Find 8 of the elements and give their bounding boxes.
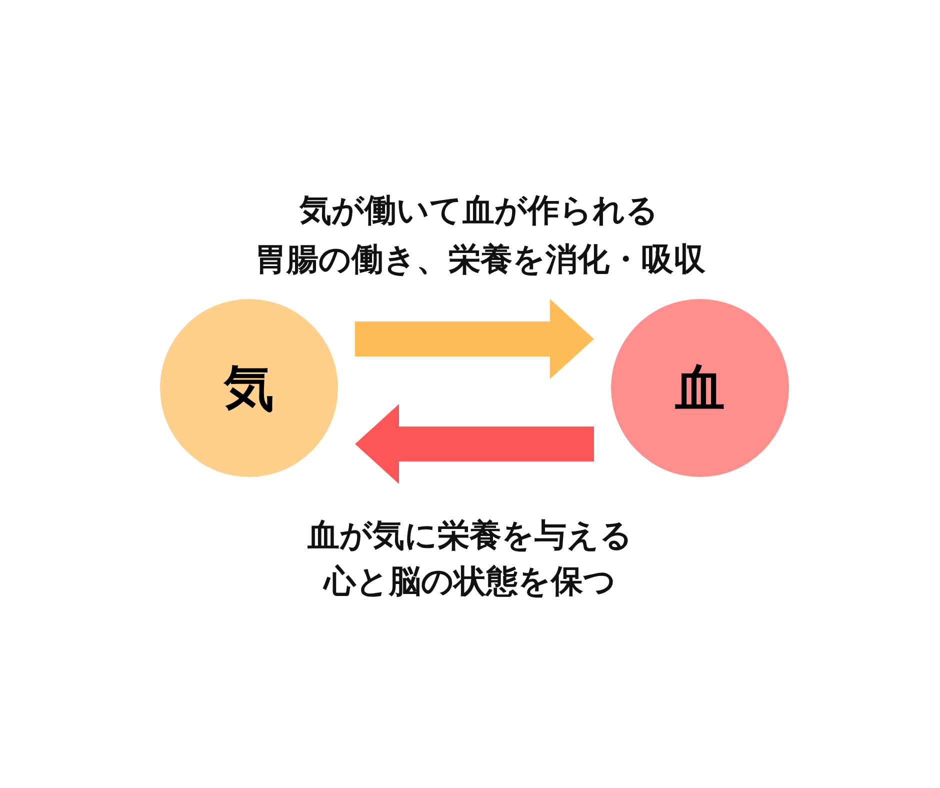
arrow-caption: 胃腸の働き、栄養を消化・吸収 xyxy=(254,240,706,278)
arrow-caption: 気が働いて血が作られる xyxy=(300,190,658,230)
arrow-caption: 血が気に栄養を与える xyxy=(308,516,632,554)
node-label: 気 xyxy=(224,360,274,416)
arrow-caption: 心と脳の状態を保つ xyxy=(324,562,616,600)
block-arrow xyxy=(355,404,594,484)
node-label: 血 xyxy=(675,360,725,416)
block-arrow xyxy=(355,299,594,379)
